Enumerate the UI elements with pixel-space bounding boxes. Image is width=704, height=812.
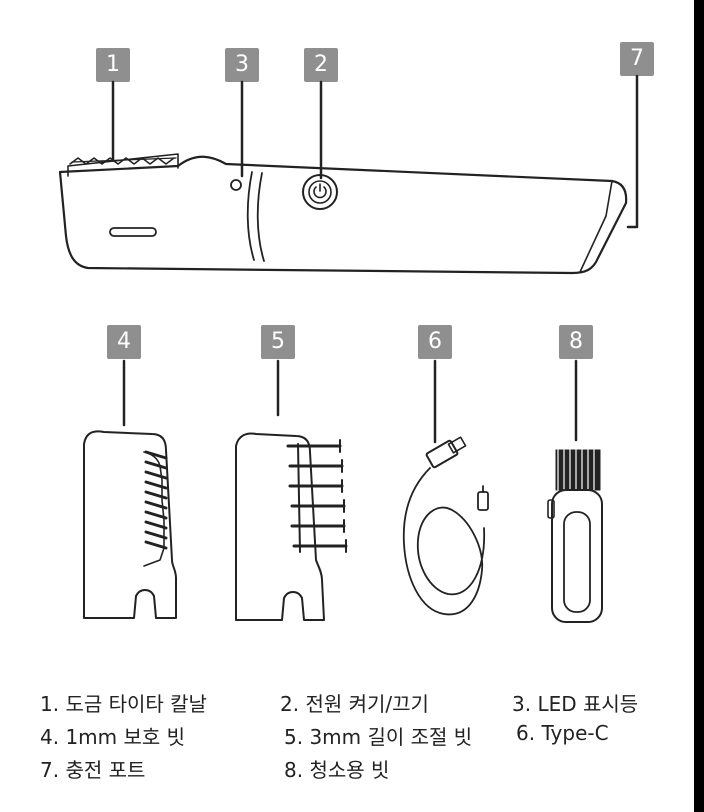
leader-lines-top	[111, 74, 639, 229]
legend-row: 1. 도금 타이타 칼날 2. 전원 켜기/끄기 3. LED 표시등	[40, 688, 680, 721]
callout-1: 1	[96, 48, 130, 82]
legend-item: 8. 청소용 빗	[284, 758, 390, 782]
legend-row: 7. 충전 포트 8. 청소용 빗	[40, 754, 680, 787]
callout-2: 2	[304, 48, 338, 82]
legend-item: 2. 전원 켜기/끄기	[280, 692, 429, 716]
legend-item: 5. 3mm 길이 조절 빗	[284, 725, 473, 749]
callout-6: 6	[418, 325, 452, 359]
legend-item: 6. Type-C	[516, 721, 609, 745]
legend-item: 1. 도금 타이타 칼날	[40, 692, 207, 716]
type-c-cable	[402, 436, 489, 616]
parts-legend: 1. 도금 타이타 칼날 2. 전원 켜기/끄기 3. LED 표시등 4. 1…	[40, 688, 680, 787]
comb-1mm	[83, 430, 177, 619]
comb-3mm	[235, 432, 348, 621]
leader-lines-bottom	[122, 359, 578, 444]
cleaning-brush	[547, 449, 603, 623]
callout-7: 7	[620, 42, 654, 76]
legend-row: 4. 1mm 보호 빗 5. 3mm 길이 조절 빗 6. Type-C	[40, 721, 680, 754]
trimmer-body	[58, 153, 628, 275]
legend-item: 7. 충전 포트	[40, 758, 146, 782]
callout-8: 8	[559, 325, 593, 359]
callout-4: 4	[107, 325, 141, 359]
right-edge-bar	[694, 0, 704, 812]
callout-5: 5	[261, 325, 295, 359]
legend-item: 3. LED 표시등	[512, 692, 639, 716]
product-diagram	[58, 74, 639, 623]
callout-3: 3	[225, 48, 259, 82]
legend-item: 4. 1mm 보호 빗	[40, 725, 186, 749]
